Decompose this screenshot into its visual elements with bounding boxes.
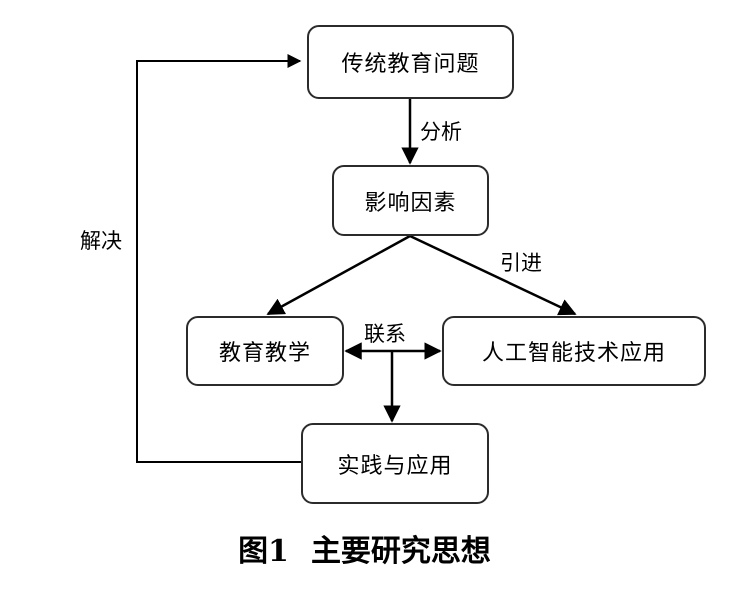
node-label: 人工智能技术应用 [481, 341, 666, 366]
node-education-teaching: 教育教学 [186, 316, 344, 386]
figure-title: 主要研究思想 [310, 534, 491, 569]
node-label: 影响因素 [364, 190, 457, 216]
node-practice-application: 实践与应用 [301, 423, 489, 504]
edge-label-solve: 解决 [80, 229, 122, 253]
node-label: 传统教育问题 [341, 52, 480, 77]
figure-caption: 图1 主要研究思想 [0, 526, 729, 570]
node-influencing-factors: 影响因素 [332, 165, 489, 236]
node-traditional-education-issues: 传统教育问题 [307, 25, 514, 99]
arrow-solve [136, 54, 302, 463]
edge-label-analyze: 分析 [420, 120, 462, 144]
node-label: 实践与应用 [337, 453, 453, 479]
node-ai-technology-application: 人工智能技术应用 [442, 316, 706, 386]
edge-label-connect: 联系 [364, 322, 406, 346]
arrow-introduce [409, 234, 577, 316]
node-label: 教育教学 [218, 341, 311, 366]
arrow-to-education [266, 234, 411, 316]
edge-label-introduce: 引进 [500, 251, 542, 275]
figure-number: 图1 [238, 534, 289, 569]
